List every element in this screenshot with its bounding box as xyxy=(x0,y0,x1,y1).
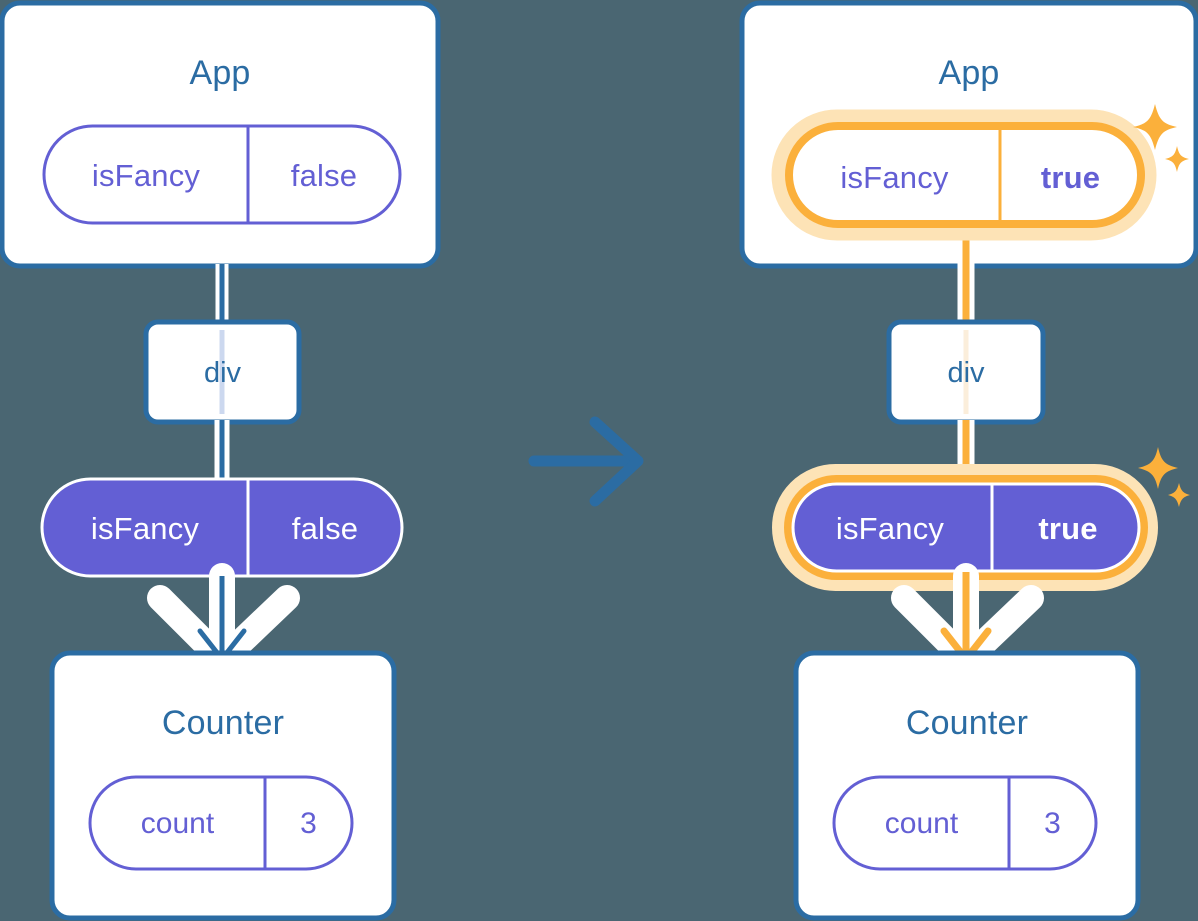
counter-state-pill-before xyxy=(88,775,354,871)
panel-after xyxy=(739,0,1198,921)
sparkle-small-prop-icon xyxy=(1168,483,1190,507)
panel-before xyxy=(0,0,441,921)
sparkle-small-app-icon xyxy=(1165,146,1189,172)
prop-pill-before xyxy=(40,477,404,578)
transition-arrow-right-icon xyxy=(528,416,644,507)
prop-to-counter-arrow-after xyxy=(891,563,1044,673)
app-state-pill-before xyxy=(42,124,402,225)
counter-state-pill-after xyxy=(832,775,1098,871)
app-state-pill-after-glow xyxy=(771,109,1157,241)
sparkle-large-app-icon xyxy=(1133,104,1177,150)
app-state-pill-after xyxy=(785,122,1145,228)
prop-to-counter-arrow-before xyxy=(147,563,300,673)
prop-pill-after-inner xyxy=(791,482,1141,573)
sparkle-large-prop-icon xyxy=(1138,447,1178,489)
